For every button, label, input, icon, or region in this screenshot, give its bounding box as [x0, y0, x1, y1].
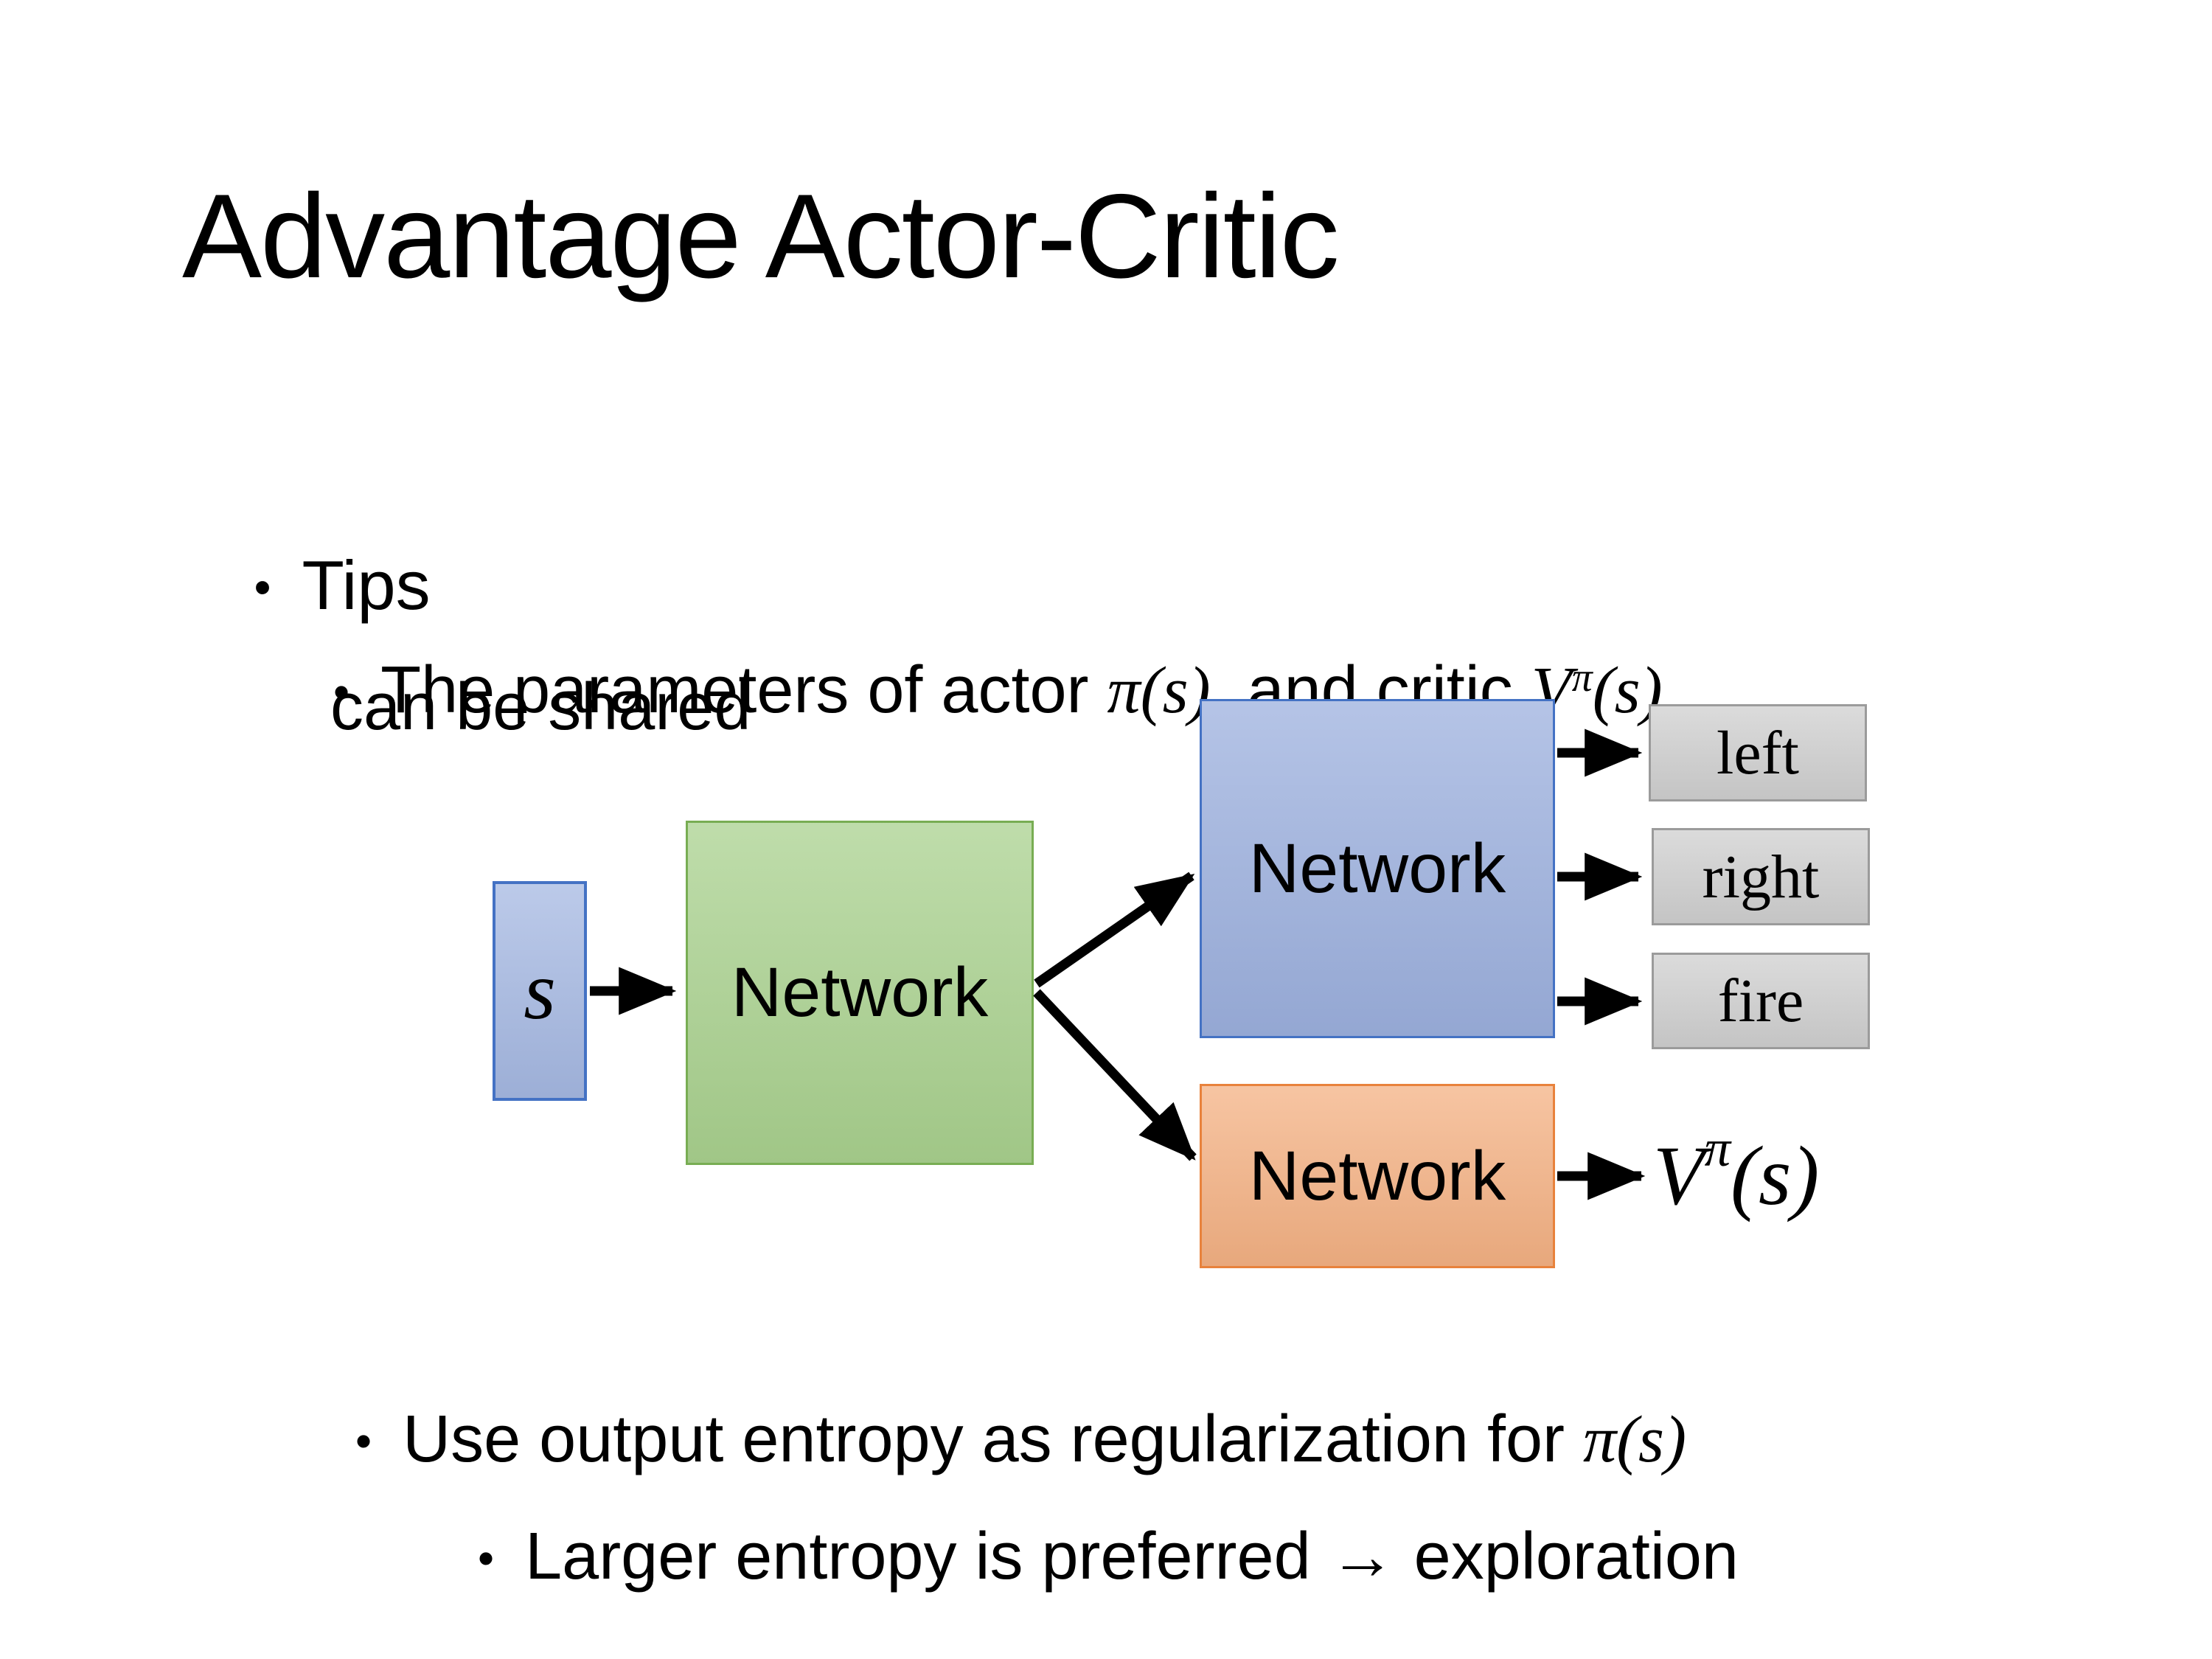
bullet-line-tips: • Tips: [177, 459, 431, 712]
entropy-text: Use output entropy as regularization for: [403, 1402, 1583, 1476]
shared-network-box: Network: [686, 821, 1034, 1165]
state-label: s: [524, 945, 556, 1037]
value-pi-superscript: π: [1704, 1119, 1731, 1178]
bullet-dot: •: [254, 560, 271, 615]
bullet-dot: •: [478, 1532, 495, 1585]
output-box-right: right: [1652, 828, 1870, 925]
critic-pi-superscript: π: [1571, 654, 1593, 700]
tips-label: Tips: [302, 546, 431, 624]
larger-entropy-text: Larger entropy is preferred → exploratio…: [525, 1519, 1739, 1593]
actor-network-box: Network: [1200, 699, 1555, 1038]
parameters-text-line2: can be shared: [330, 670, 751, 744]
bullet-dot: •: [333, 666, 350, 718]
output-label-fire: fire: [1717, 967, 1804, 1035]
parameters-text: The parameters of actor: [380, 653, 1107, 727]
state-box: s: [493, 881, 587, 1101]
shared-network-label: Network: [731, 953, 989, 1032]
output-label-right: right: [1702, 842, 1820, 911]
output-box-fire: fire: [1652, 953, 1870, 1049]
page-title: Advantage Actor-Critic: [182, 170, 1340, 303]
actor-network-label: Network: [1248, 829, 1506, 908]
output-box-left: left: [1649, 704, 1867, 801]
value-v-math: V: [1653, 1129, 1705, 1222]
critic-network-box: Network: [1200, 1084, 1555, 1268]
entropy-pi-s-math: π(s): [1582, 1402, 1687, 1476]
value-args-math: (s): [1731, 1129, 1820, 1222]
actor-pi-s-math: π(s): [1107, 653, 1211, 727]
arrow-shared-to-critic-network: [1033, 989, 1197, 1161]
arrow-shared-to-actor-network: [1034, 872, 1195, 988]
bullet-dot: •: [355, 1415, 372, 1467]
output-label-left: left: [1717, 718, 1799, 787]
critic-network-label: Network: [1248, 1136, 1506, 1215]
bullet-line-entropy: • Use output entropy as regularization fo…: [282, 1318, 1686, 1561]
bullet-line-larger-entropy: • Larger entropy is preferred → explorati…: [404, 1436, 1739, 1659]
